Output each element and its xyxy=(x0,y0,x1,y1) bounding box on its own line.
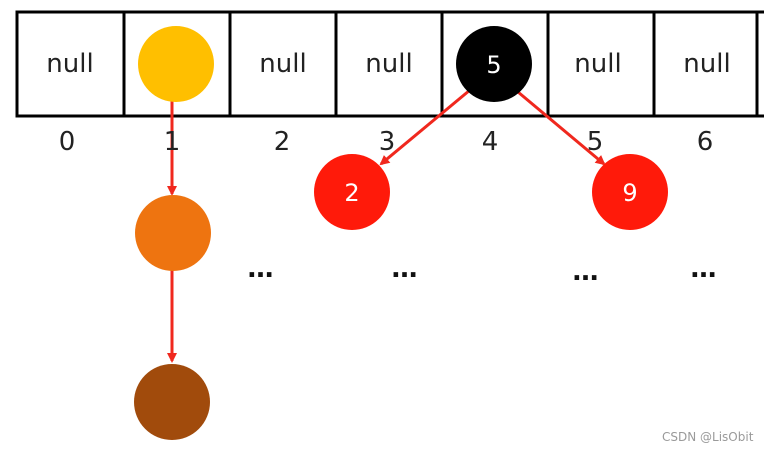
bucket-array: null null null null null xyxy=(15,10,764,118)
bucket-index-0: 0 xyxy=(59,127,76,157)
bucket-indices: 0 1 2 3 4 5 6 xyxy=(59,127,714,157)
ellipsis-1: … xyxy=(248,254,275,284)
tree-left-node xyxy=(314,154,390,230)
tree-root-node xyxy=(456,26,532,102)
bucket-index-4: 4 xyxy=(482,127,499,157)
arrow-tree-left xyxy=(379,88,471,166)
watermark: CSDN @LisObit xyxy=(662,430,754,444)
nodes: 5 2 9 xyxy=(134,26,668,440)
chain-node-second xyxy=(135,195,211,271)
bucket-cell-5: null xyxy=(574,49,621,79)
tree-right-node xyxy=(592,154,668,230)
ellipses: … … … … xyxy=(248,254,718,287)
ellipsis-2: … xyxy=(392,254,419,284)
bucket-index-1: 1 xyxy=(164,127,181,157)
bucket-index-2: 2 xyxy=(274,127,291,157)
bucket-cell-2: null xyxy=(259,49,306,79)
bucket-cell-3: null xyxy=(365,49,412,79)
bucket-cell-0: null xyxy=(46,49,93,79)
bucket-cell-6: null xyxy=(683,49,730,79)
ellipsis-3: … xyxy=(573,257,600,287)
chain-node-third xyxy=(134,364,210,440)
tree-left-label: 2 xyxy=(344,179,359,207)
bucket-index-3: 3 xyxy=(379,127,396,157)
tree-right-label: 9 xyxy=(622,179,637,207)
array-outline xyxy=(15,10,764,118)
bucket-index-5: 5 xyxy=(587,127,604,157)
ellipsis-4: … xyxy=(691,254,718,284)
tree-root-label: 5 xyxy=(486,51,501,79)
bucket-index-6: 6 xyxy=(697,127,714,157)
arrows xyxy=(167,88,606,363)
chain-node-head xyxy=(138,26,214,102)
arrow-tree-right xyxy=(517,90,606,166)
